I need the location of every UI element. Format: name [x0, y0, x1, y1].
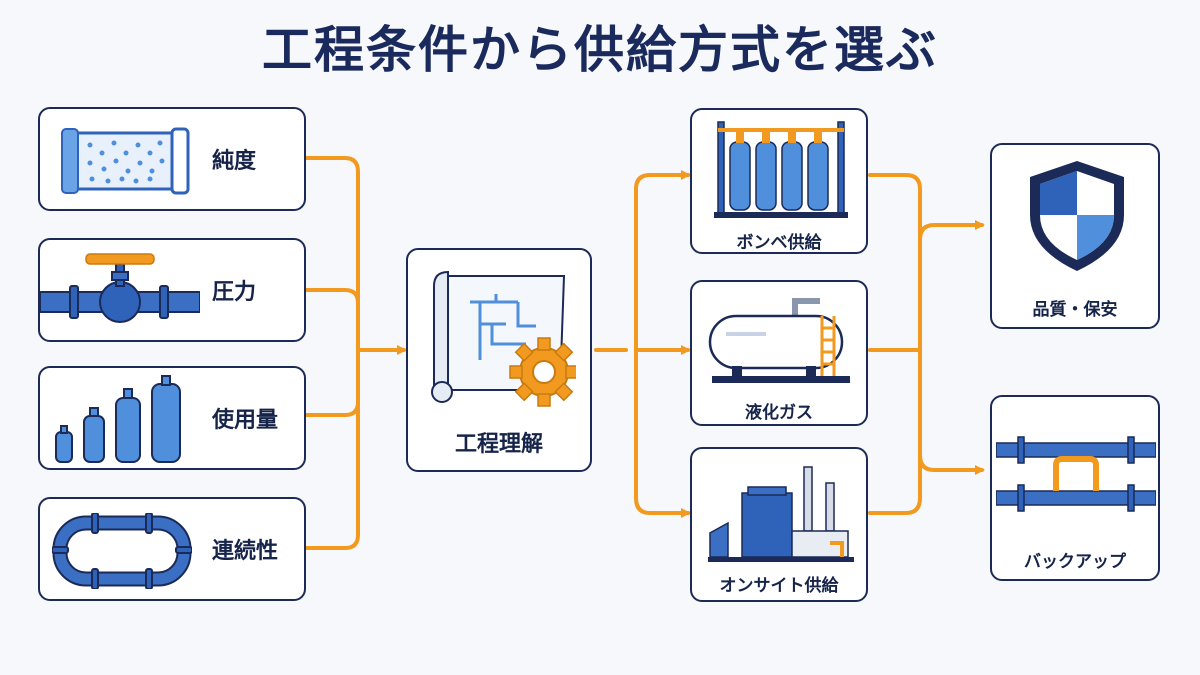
page-title: 工程条件から供給方式を選ぶ [262, 21, 938, 79]
input-label-pressure: 圧力 [212, 280, 257, 305]
pipe-loop-icon [52, 513, 192, 589]
supply-label-onsite: オンサイト供給 [719, 576, 839, 596]
input-card-continuity: 連続性 [38, 497, 306, 601]
center-label: 工程理解 [454, 432, 543, 457]
bypass-pipe-icon [996, 436, 1156, 512]
supply-card-liquefied: 液化ガス [690, 280, 868, 426]
filter-cartridge-icon [61, 127, 190, 195]
supply-label-liquefied: 液化ガス [745, 403, 813, 423]
cylinder-rack-icon [714, 121, 848, 218]
input-card-purity: 純度 [38, 107, 306, 211]
gas-cylinders-icon [55, 375, 181, 463]
onsite-plant-icon [708, 466, 854, 562]
outcome-card-quality: 品質・保安 [990, 143, 1160, 329]
outcome-card-backup: バックアップ [990, 395, 1160, 581]
center-card-process: 工程理解 [406, 248, 592, 472]
input-label-continuity: 連続性 [212, 539, 279, 564]
pipe-valve-icon [40, 253, 200, 323]
blueprint-gear-icon [431, 270, 576, 407]
input-label-purity: 純度 [212, 149, 257, 174]
input-label-volume: 使用量 [212, 408, 279, 433]
outcome-label-quality: 品質・保安 [1032, 300, 1118, 320]
outcome-label-backup: バックアップ [1024, 552, 1126, 572]
input-card-volume: 使用量 [38, 366, 306, 470]
input-card-pressure: 圧力 [38, 238, 306, 342]
storage-tank-icon [708, 298, 850, 383]
supply-label-cylinder: ボンベ供給 [736, 233, 822, 253]
supply-card-onsite: オンサイト供給 [690, 447, 868, 602]
shield-icon [1030, 161, 1124, 271]
supply-card-cylinder: ボンベ供給 [690, 108, 868, 254]
